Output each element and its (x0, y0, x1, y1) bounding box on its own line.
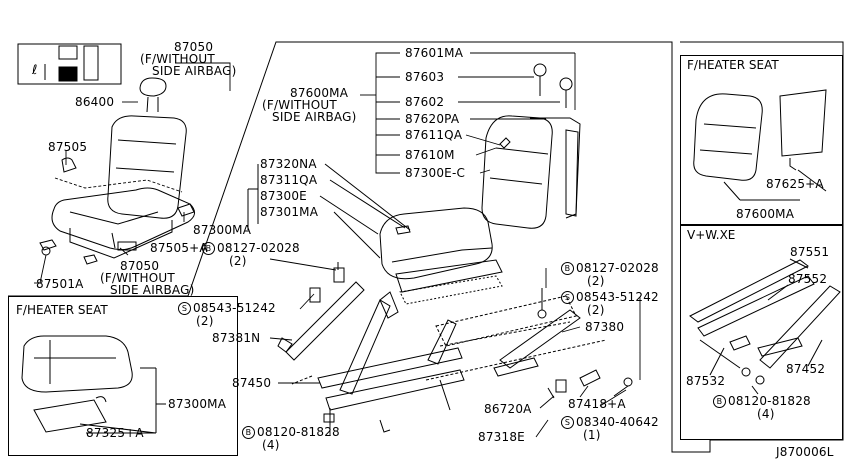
screw-08543-left-code: 08543-51242 (193, 301, 276, 315)
part-87501a: 87501A (36, 277, 84, 291)
bolt-08127-left-code: 08127-02028 (217, 241, 300, 255)
part-87620pa: 87620PA (405, 112, 460, 126)
bolt-symbol-icon: B (202, 242, 215, 255)
part-86720a: 86720A (484, 402, 532, 416)
part-87450: 87450 (232, 376, 272, 390)
screw-symbol-icon: S (178, 302, 191, 315)
heater-back-title: F/HEATER SEAT (687, 58, 779, 72)
part-87600ma-note1: (F/WITHOUT (262, 98, 337, 112)
part-87600ma-box: 87600MA (736, 207, 795, 221)
screw-symbol-icon: S (561, 291, 574, 304)
part-87601ma: 87601MA (405, 46, 464, 60)
part-87552: 87552 (788, 272, 828, 286)
seat-back-drawing (481, 63, 581, 229)
part-87050-top-note1: (F/WITHOUT (140, 52, 215, 66)
part-87300ma: 87300MA (193, 223, 252, 237)
screw-08543-right-qty: (2) (587, 303, 605, 317)
part-87551: 87551 (790, 245, 830, 259)
part-87603: 87603 (405, 70, 445, 84)
bolt-08127-left-qty: (2) (229, 254, 247, 268)
heater-cushion-box (8, 296, 238, 456)
part-87050-top: 87050 (174, 40, 214, 54)
diagram-code: J870006L (776, 445, 834, 459)
part-87418a: 87418+A (568, 397, 626, 411)
bolt-symbol-icon: B (561, 262, 574, 275)
part-87320na: 87320NA (260, 157, 317, 171)
part-87611qa: 87611QA (405, 128, 463, 142)
part-87325a: 87325+A (86, 426, 144, 440)
main-frame (8, 41, 844, 453)
heater-cushion-drawing (21, 335, 166, 434)
part-87300e: 87300E (260, 189, 307, 203)
bolt-08127-right-qty: (2) (587, 274, 605, 288)
part-87318e: 87318E (478, 430, 525, 444)
part-87381n: 87381N (212, 331, 261, 345)
screw-08340-code: 08340-40642 (576, 415, 659, 429)
part-87505: 87505 (48, 140, 88, 154)
index-mark: ℓ (32, 63, 38, 78)
part-87301ma: 87301MA (260, 205, 319, 219)
part-86400: 86400 (75, 95, 115, 109)
vwxe-drawing (689, 258, 841, 395)
leader-lines-back (360, 52, 576, 174)
locator-inset-icon (17, 43, 122, 85)
part-87602: 87602 (405, 95, 445, 109)
part-87625a: 87625+A (766, 177, 824, 191)
part-87311qa: 87311QA (260, 173, 318, 187)
part-87600ma: 87600MA (290, 86, 349, 100)
heater-cushion-title: F/HEATER SEAT (16, 303, 108, 317)
leader-lines-left (34, 62, 231, 284)
screw-08543-right-code: 08543-51242 (576, 290, 659, 304)
screw-symbol-icon: S (561, 416, 574, 429)
part-87380: 87380 (585, 320, 625, 334)
seat-frame-drawing (277, 262, 633, 433)
screw-08543-left-qty: (2) (196, 314, 214, 328)
part-87300ec: 87300E-C (405, 166, 466, 180)
seat-assembly-drawing (39, 115, 195, 265)
part-87610m: 87610M (405, 148, 455, 162)
heater-back-box (680, 55, 843, 225)
part-87452: 87452 (786, 362, 826, 376)
part-87050-bottom-note1: (F/WITHOUT (100, 271, 175, 285)
part-87600ma-note2: SIDE AIRBAG) (272, 110, 357, 124)
bolt-08127-right-code: 08127-02028 (576, 261, 659, 275)
headrest-drawing (139, 77, 167, 113)
part-87300ma-box: 87300MA (168, 397, 227, 411)
part-87050-bottom: 87050 (120, 259, 160, 273)
vwxe-box (680, 225, 843, 440)
part-87532: 87532 (686, 374, 726, 388)
bolt-symbol-icon: B (713, 395, 726, 408)
bolt-08120-bottom-code: 08120-81828 (257, 425, 340, 439)
part-87050-top-note2: SIDE AIRBAG) (152, 64, 237, 78)
bolt-08120-right-qty: (4) (757, 407, 775, 421)
heater-back-drawing (693, 89, 827, 201)
screw-08340-qty: (1) (583, 428, 601, 442)
vwxe-title: V+W.XE (687, 228, 736, 242)
seat-cushion-drawing (247, 163, 503, 305)
part-87050-bottom-note2: SIDE AIRBAG) (110, 283, 195, 297)
part-87505a: 87505+A (150, 241, 208, 255)
bolt-08120-bottom-qty: (4) (262, 438, 280, 452)
bolt-08120-right-code: 08120-81828 (728, 394, 811, 408)
leader-lines-frame (269, 258, 641, 438)
bolt-symbol-icon: B (242, 426, 255, 439)
